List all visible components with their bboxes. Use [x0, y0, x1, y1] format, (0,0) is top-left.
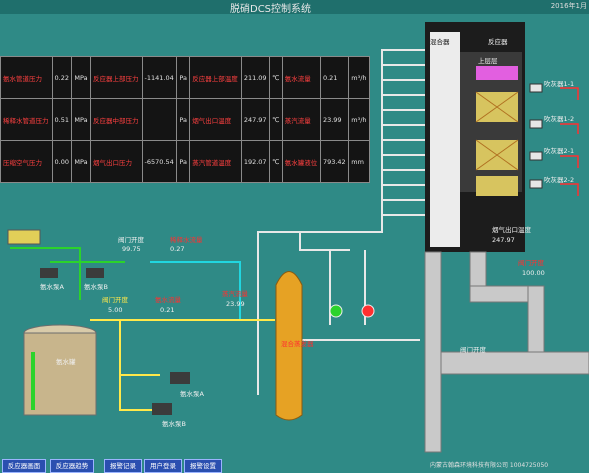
pump-b-label: 氨水泵B	[84, 283, 108, 291]
dilute-flow-value: 0.27	[170, 245, 185, 253]
param-label: 烟气出口温度	[189, 98, 242, 141]
blower-label: 吹灰器1-2	[544, 115, 575, 123]
reactor-trend-button[interactable]: 反应器趋势	[50, 459, 94, 473]
param-value: 23.99	[319, 98, 350, 141]
mixing-vaporizer	[275, 271, 303, 421]
pressure-gauge	[361, 304, 375, 318]
ammonia-flow-value: 0.21	[160, 306, 175, 314]
param-value: 211.09	[240, 56, 271, 99]
ammonia-tank	[23, 332, 97, 416]
dilute-flow-label: 稀释水流量	[170, 236, 203, 244]
pump-icon	[152, 403, 172, 415]
flue-valve-value: 100.00	[522, 269, 545, 277]
flue-valve-label: 阀门开度	[518, 259, 544, 267]
blower-label: 吹灰器2-1	[544, 147, 575, 155]
reactor-screen-button[interactable]: 反应器画面	[2, 459, 46, 473]
outlet-temp-value: 247.97	[492, 236, 515, 244]
pump-d-label: 氨水泵B	[162, 420, 186, 428]
valve2-label: 阀门开度	[102, 296, 128, 304]
pump-icon	[170, 372, 190, 384]
steam-flow-label: 蒸汽流量	[222, 290, 248, 298]
layer-label: 上层层	[478, 57, 498, 65]
steam-flow-value: 23.99	[226, 300, 245, 308]
alarm-settings-button[interactable]: 报警设置	[184, 459, 222, 473]
blower-icon	[529, 151, 543, 161]
alarm-log-button[interactable]: 报警记录	[104, 459, 142, 473]
flue-duct	[424, 251, 589, 453]
pump-a-label: 氨水泵A	[40, 283, 64, 291]
param-value	[141, 98, 178, 141]
param-label: 蒸汽管道温度	[189, 140, 242, 183]
blower-label: 吹灰器1-1	[544, 80, 575, 88]
ammonia-flow-label: 氨水流量	[155, 296, 181, 304]
param-value: 793.42	[319, 140, 350, 183]
footer-company: 内蒙古翰森环境科技有限公司 1004725050	[430, 462, 549, 469]
vaporizer-label: 混合蒸发器	[281, 340, 314, 348]
tanker-truck	[7, 229, 41, 245]
tank-label: 氨水罐	[56, 358, 76, 366]
title-bar	[0, 0, 589, 14]
mixer-label: 混合器	[430, 38, 450, 46]
pressure-gauge	[329, 304, 343, 318]
clock: 2016年1月	[550, 2, 587, 10]
param-label: 反应器中部压力	[89, 98, 143, 141]
param-value: -1141.04	[141, 56, 178, 99]
blower-icon	[529, 119, 543, 129]
param-value: 192.07	[240, 140, 271, 183]
pump-c-label: 氨水泵A	[180, 390, 204, 398]
param-label: 烟气出口压力	[89, 140, 143, 183]
reactor-label: 反应器	[488, 38, 508, 46]
tank-level-bar	[31, 352, 35, 410]
param-unit: mm	[348, 140, 370, 183]
outlet-temp-label: 烟气出口温度	[492, 226, 531, 234]
param-value: 0.00	[51, 140, 73, 183]
pump-icon	[40, 268, 58, 278]
bottom-valve-label: 阀门开度	[460, 346, 486, 354]
param-value: -6570.54	[141, 140, 178, 183]
user-login-button[interactable]: 用户登录	[144, 459, 182, 473]
param-label: 稀释水管道压力	[0, 98, 53, 141]
blower-icon	[529, 179, 543, 189]
valve1-value: 99.75	[122, 245, 141, 253]
catalyst-layer-3	[476, 176, 518, 196]
page-title: 脱硝DCS控制系统	[230, 4, 312, 15]
param-value: 0.22	[51, 56, 73, 99]
pump-icon	[86, 268, 104, 278]
blower-icon	[529, 83, 543, 93]
blower-label: 吹灰器2-2	[544, 176, 575, 184]
valve1-label: 阀门开度	[118, 236, 144, 244]
param-label: 氨水流量	[281, 56, 321, 99]
valve2-value: 5.00	[108, 306, 123, 314]
param-value: 247.97	[240, 98, 271, 141]
top-catalyst-layer	[476, 66, 518, 80]
